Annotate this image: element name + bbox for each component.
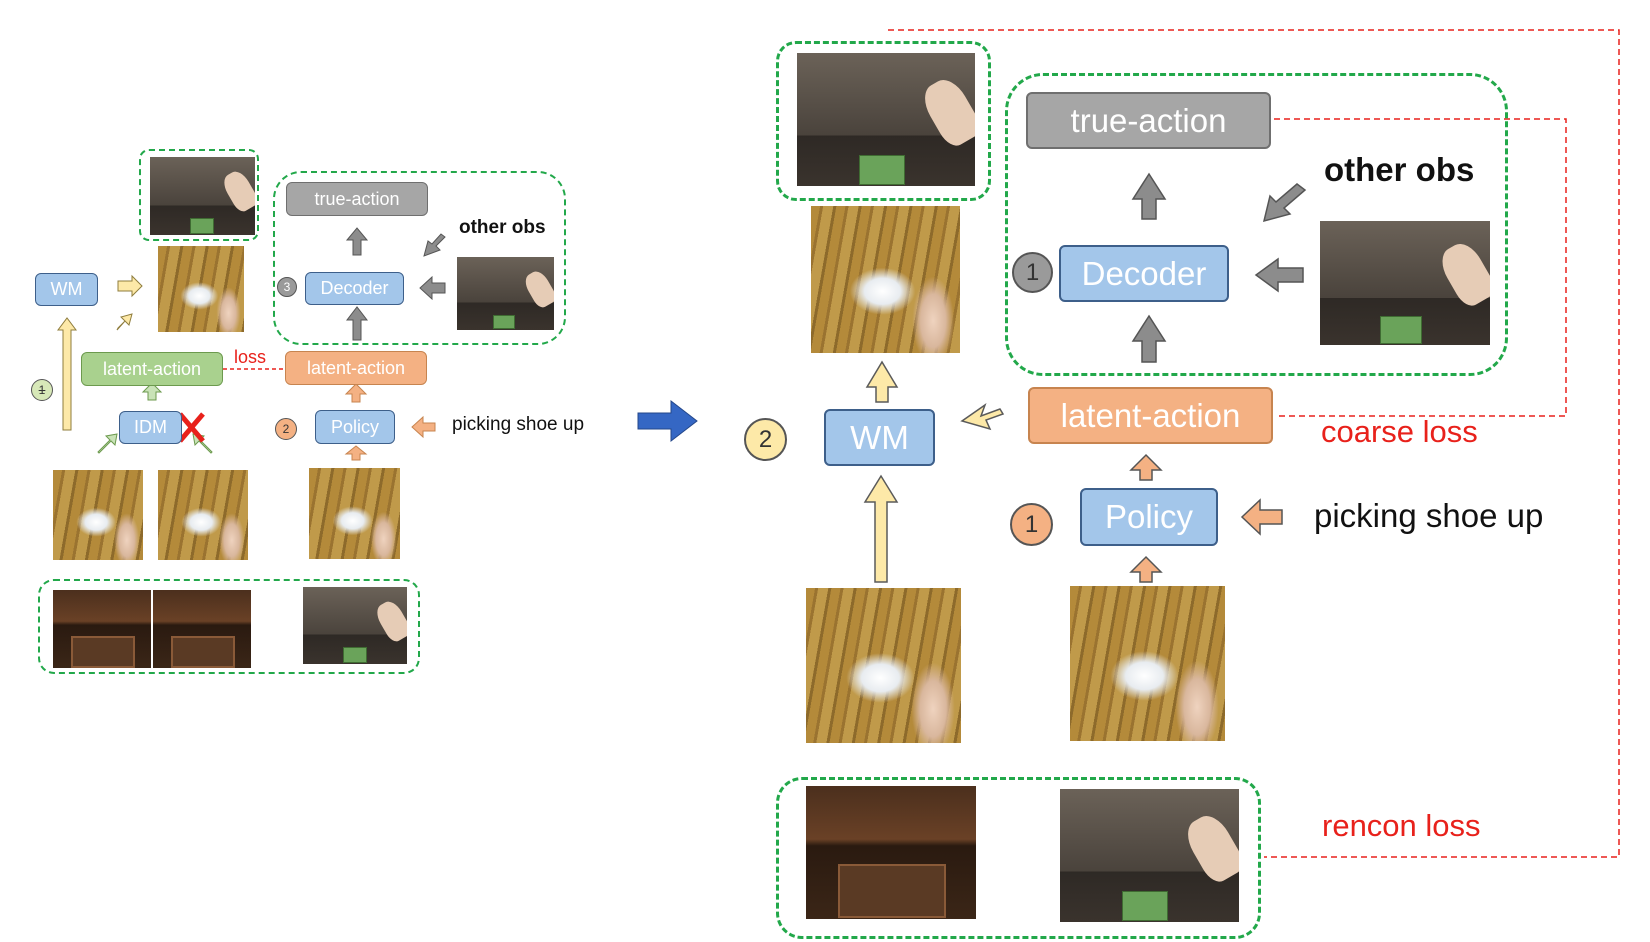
left-step2-marker: 2 xyxy=(275,418,297,440)
left-loss-label: loss xyxy=(234,347,267,367)
right-target-table-image xyxy=(797,53,975,186)
green-arrow-idm-to-latent xyxy=(141,382,163,401)
right-wm-box: WM xyxy=(824,409,935,466)
recon-loss-dashed-line xyxy=(888,29,1620,858)
right-policy-box: Policy xyxy=(1080,488,1218,546)
right-other-obs-label: other obs xyxy=(1324,151,1475,188)
gray-arrow-otherobs-diagonal-big xyxy=(1262,183,1307,223)
left-decoder-box: Decoder xyxy=(305,272,404,305)
right-decoder-group xyxy=(1005,73,1508,376)
orange-arrow-text-to-policy xyxy=(411,415,436,439)
right-coarse-loss-label: coarse loss xyxy=(1321,414,1478,449)
right-obs-image-2 xyxy=(1070,586,1225,741)
right-bottom-image-group xyxy=(776,777,1261,939)
left-instruction-label: picking shoe up xyxy=(452,414,585,435)
yellow-arrow-latent-to-wm-big xyxy=(960,403,1005,431)
yellow-arrow-wm-to-image xyxy=(117,274,143,298)
left-idm-box: IDM xyxy=(119,411,182,444)
left-step3-marker: 3 xyxy=(277,277,297,297)
left-step1-marker: 1 xyxy=(31,379,53,401)
yellow-arrow-up-to-wm-big xyxy=(863,474,899,583)
coarse-loss-dashed-line xyxy=(1274,118,1567,417)
gray-arrow-obs-to-decoder-big xyxy=(1254,257,1304,293)
left-decoder-group xyxy=(273,171,566,345)
right-other-obs-image xyxy=(1320,221,1490,345)
yellow-arrow-latent-to-image xyxy=(116,313,133,331)
transition-arrow xyxy=(637,399,698,443)
left-true-action-box: true-action xyxy=(286,182,428,216)
left-other-obs-label: other obs xyxy=(459,217,546,238)
gray-arrow-otherobs-diagonal xyxy=(423,233,446,257)
left-bottom-image-group xyxy=(38,579,420,674)
left-latent-action-orange-box: latent-action xyxy=(285,351,427,385)
right-wm-step2-marker: 2 xyxy=(744,418,787,461)
right-policy-step1-marker: 1 xyxy=(1010,503,1053,546)
orange-arrow-text-to-policy-big xyxy=(1240,498,1283,536)
left-wm-box: WM xyxy=(35,273,98,306)
orange-arrow-image-to-policy xyxy=(344,445,368,461)
right-decoder-step1-marker: 1 xyxy=(1012,252,1053,293)
right-recon-loss-label: rencon loss xyxy=(1322,808,1481,843)
orange-arrow-policy-to-latent xyxy=(344,383,368,403)
yellow-arrow-wm-to-image-big xyxy=(865,360,899,403)
right-instruction-label: picking shoe up xyxy=(1314,497,1544,534)
left-obs-image-2 xyxy=(158,470,248,560)
right-predicted-image xyxy=(811,206,960,353)
right-bottom-table-image xyxy=(1060,789,1239,922)
gray-arrow-obs-to-decoder xyxy=(419,275,446,301)
left-obs-image-3 xyxy=(309,468,400,559)
gray-arrow-latent-to-decoder xyxy=(345,306,369,341)
left-target-table-image xyxy=(150,157,255,235)
right-latent-action-box: latent-action xyxy=(1028,387,1273,444)
left-drawer-image-1 xyxy=(53,590,151,668)
gray-arrow-decoder-to-trueaction xyxy=(345,227,369,256)
left-target-image-group xyxy=(139,149,259,241)
gray-arrow-decoder-to-trueaction-big xyxy=(1131,172,1167,220)
left-bottom-table-image xyxy=(303,587,407,664)
left-latent-action-green-box: latent-action xyxy=(81,352,223,386)
gray-arrow-latent-to-decoder-big xyxy=(1131,314,1167,363)
right-obs-image-1 xyxy=(806,588,961,743)
cross-mark-b xyxy=(178,412,205,443)
left-policy-box: Policy xyxy=(315,410,395,444)
right-target-image-group xyxy=(776,41,991,201)
right-true-action-box: true-action xyxy=(1026,92,1271,149)
right-drawer-image xyxy=(806,786,976,919)
right-decoder-box: Decoder xyxy=(1059,245,1229,302)
yellow-arrow-up-to-wm xyxy=(57,317,77,431)
left-other-obs-image xyxy=(457,257,554,330)
orange-arrow-policy-to-latent-big xyxy=(1129,453,1163,481)
green-arrow-img1-to-idm xyxy=(97,433,118,454)
left-predicted-image xyxy=(158,246,244,332)
orange-arrow-image-to-policy-big xyxy=(1129,555,1163,583)
left-obs-image-1 xyxy=(53,470,143,560)
left-drawer-image-2 xyxy=(153,590,251,668)
